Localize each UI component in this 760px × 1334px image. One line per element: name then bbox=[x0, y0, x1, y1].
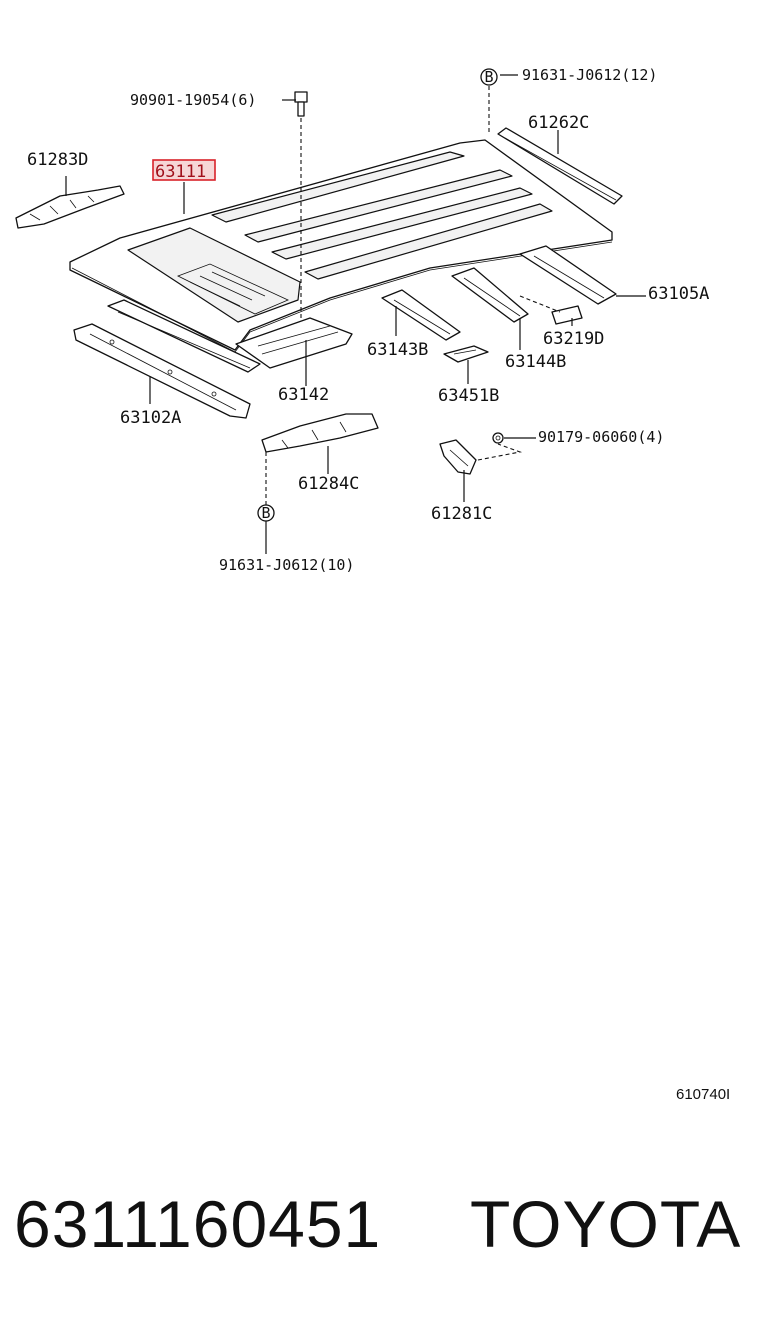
roof-panel-parts-diagram: B B 90901-19054(6) 91631-J0612(12) 61262… bbox=[15, 66, 709, 574]
bracket-61283d-drawing bbox=[15, 185, 125, 229]
roof-panel-drawing bbox=[69, 139, 613, 353]
label-bow-63144b[interactable]: 63144B bbox=[505, 352, 566, 372]
bracket-61284c-drawing bbox=[261, 413, 379, 453]
label-bracket-61283d[interactable]: 61283D bbox=[27, 150, 88, 170]
label-bracket-61284c[interactable]: 61284C bbox=[298, 474, 359, 494]
label-panel-63105a[interactable]: 63105A bbox=[648, 284, 709, 304]
label-bracket-63451b[interactable]: 63451B bbox=[438, 386, 499, 406]
svg-text:B: B bbox=[261, 504, 270, 522]
label-nut-90179[interactable]: 90179-06060(4) bbox=[538, 428, 664, 446]
label-rail-61262c[interactable]: 61262C bbox=[528, 113, 589, 133]
label-bolt-90901[interactable]: 90901-19054(6) bbox=[130, 91, 256, 109]
bow-63144b-drawing bbox=[451, 267, 529, 323]
bolt-90901-drawing bbox=[294, 91, 308, 117]
svg-text:B: B bbox=[484, 68, 493, 86]
clip-marker-bottom: B bbox=[257, 504, 275, 522]
label-bow-63142[interactable]: 63142 bbox=[278, 385, 329, 405]
rail-61262c-drawing bbox=[497, 127, 623, 205]
front-frame-drawing bbox=[107, 299, 261, 373]
part-number: 6311160451 bbox=[14, 1187, 382, 1261]
nut-90179-drawing bbox=[492, 432, 504, 444]
brand-name: TOYOTA bbox=[470, 1187, 742, 1261]
bow-63142-drawing bbox=[235, 317, 353, 369]
label-bracket-61281c[interactable]: 61281C bbox=[431, 504, 492, 524]
label-bow-63143b[interactable]: 63143B bbox=[367, 340, 428, 360]
bracket-61281c-drawing bbox=[439, 439, 477, 475]
bow-63143b-drawing bbox=[381, 289, 461, 341]
label-roof-63111[interactable]: 63111 bbox=[155, 162, 206, 182]
label-clip-top[interactable]: 91631-J0612(12) bbox=[522, 66, 657, 84]
label-pad-63219d[interactable]: 63219D bbox=[543, 329, 604, 349]
header-63102a-drawing bbox=[73, 323, 251, 419]
illustration-code: 610740I bbox=[676, 1086, 731, 1103]
label-header-63102a[interactable]: 63102A bbox=[120, 408, 181, 428]
label-clip-bottom[interactable]: 91631-J0612(10) bbox=[219, 556, 354, 574]
leader-lines bbox=[65, 74, 646, 554]
highlighted-part-box bbox=[152, 159, 216, 181]
clip-marker-top: B bbox=[480, 68, 498, 86]
bracket-63451b-drawing bbox=[443, 345, 489, 363]
pad-63219d-drawing bbox=[551, 305, 583, 325]
panel-63105a-drawing bbox=[519, 245, 617, 305]
